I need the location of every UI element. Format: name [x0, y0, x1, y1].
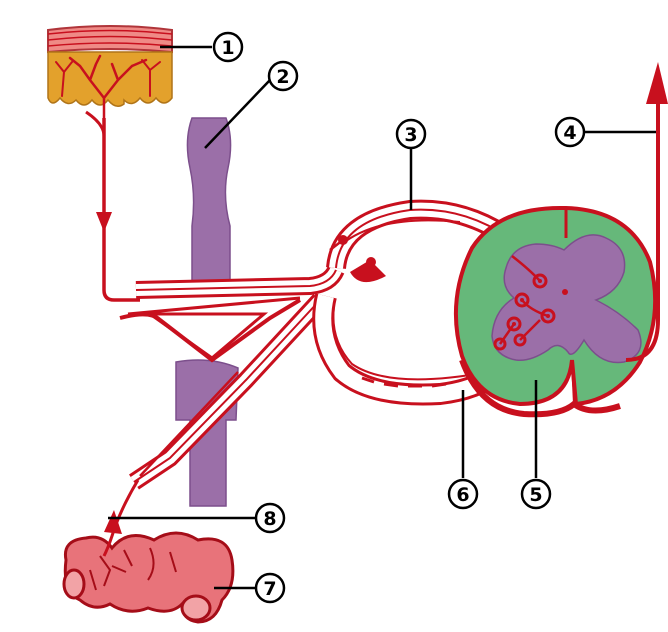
label-3: 3	[397, 120, 425, 148]
label-7-text: 7	[263, 578, 276, 600]
label-2-text: 2	[276, 66, 289, 88]
label-6: 6	[449, 480, 477, 508]
label-1: 1	[214, 33, 242, 61]
label-5: 5	[522, 480, 550, 508]
label-1-text: 1	[221, 37, 234, 59]
label-4-text: 4	[563, 122, 576, 144]
sensory-fiber-skin	[86, 112, 140, 300]
intestine	[64, 533, 233, 622]
label-4: 4	[556, 118, 584, 146]
spinal-cord	[456, 208, 655, 414]
label-6-text: 6	[456, 484, 469, 506]
label-3-text: 3	[404, 124, 417, 146]
label-7: 7	[256, 574, 284, 602]
label-8-text: 8	[263, 508, 276, 530]
label-5-text: 5	[529, 484, 542, 506]
label-2: 2	[269, 62, 297, 90]
label-8: 8	[256, 504, 284, 532]
skin-section	[48, 26, 172, 120]
